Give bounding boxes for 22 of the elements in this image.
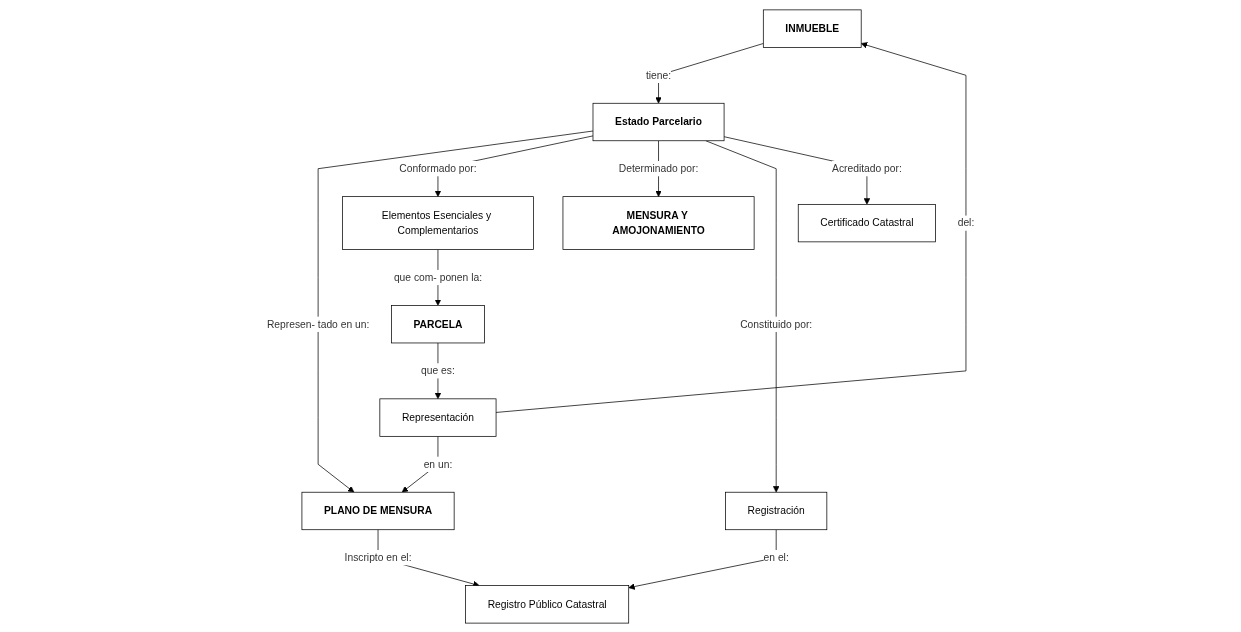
edge-label: Represen- tado en un: <box>266 317 370 330</box>
edge-label: tiene: <box>645 68 672 81</box>
node-box: Representación <box>379 397 497 437</box>
edge-label: Conformado por: <box>399 161 477 174</box>
node-box: MENSURA Y AMOJONAMIENTO <box>562 195 755 250</box>
edge-label: Acreditado por: <box>831 161 902 174</box>
node-box: INMUEBLE <box>762 9 862 48</box>
node-box: Registración <box>725 491 828 530</box>
node-box: Elementos Esenciales y Complementarios <box>341 195 534 250</box>
edge-label: Constituido por: <box>740 317 813 330</box>
edge-label: Inscripto en el: <box>344 550 412 563</box>
node-box: Registro Público Catastral <box>465 584 629 623</box>
edge-label: que com- ponen la: <box>393 270 482 283</box>
edge-label: en el: <box>763 550 789 563</box>
edge-label: que es: <box>420 364 455 376</box>
edge-label: Determinado por: <box>618 161 699 174</box>
edge-label: del: <box>957 216 975 229</box>
node-box: PARCELA <box>390 304 485 343</box>
node-box: Estado Parcelario <box>592 102 725 141</box>
node-box: PLANO DE MENSURA <box>301 491 455 530</box>
node-box: Certificado Catastral <box>797 203 936 242</box>
edge-label: en un: <box>423 457 453 470</box>
